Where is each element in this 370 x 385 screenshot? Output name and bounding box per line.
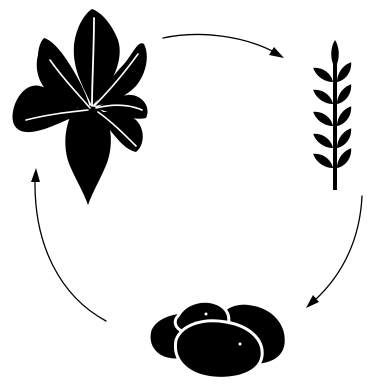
arrow-potato-to-beet <box>31 168 106 321</box>
potatoes-icon <box>149 301 286 378</box>
arrow-wheat-to-potato <box>306 196 362 308</box>
wheat-grain <box>331 40 339 68</box>
wheat-ear-icon <box>312 40 356 190</box>
sugar-beet-icon <box>13 9 148 205</box>
potato <box>175 321 262 379</box>
arrow-beet-to-wheat <box>163 34 284 58</box>
